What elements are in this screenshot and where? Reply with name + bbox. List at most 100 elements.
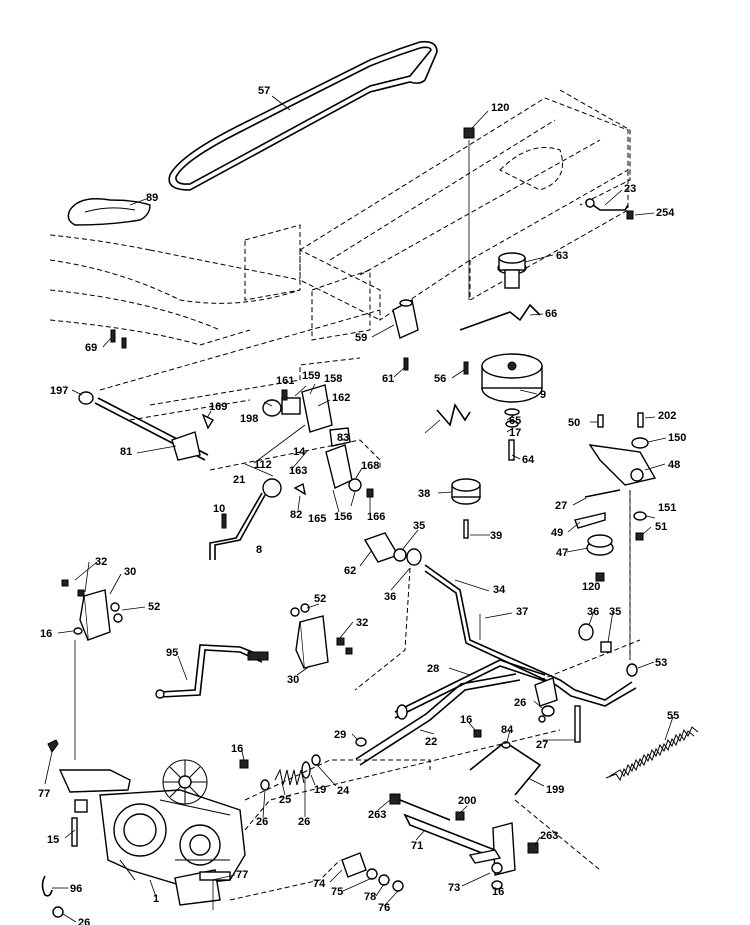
callout: 73 [448,882,460,894]
callout: 17 [509,427,521,439]
lever-95 [155,644,269,699]
callout: 22 [425,736,437,748]
callout: 39 [490,530,502,542]
callout: 32 [95,556,107,568]
bolt-61 [403,357,409,371]
callout: 75 [331,886,343,898]
callout: 19 [314,784,326,796]
callout: 95 [166,647,178,659]
callout-labels: 57 120 89 23 254 63 66 69 59 61 56 9 197… [38,85,686,925]
callout: 150 [668,432,686,444]
callout: 112 [254,459,272,471]
callout: 27 [555,500,567,512]
callout: 71 [411,840,423,852]
callout: 8 [256,544,262,556]
bolt-64 [508,439,515,461]
callout: 15 [47,834,59,846]
washer-65 [504,408,520,416]
callout: 10 [213,503,225,515]
callout: 26 [298,816,310,828]
callout: 65 [509,415,521,427]
part-82 [293,482,306,496]
washer-36b [578,623,594,641]
callout: 28 [427,663,439,675]
callout: 24 [337,785,350,797]
bushing-74 [341,852,404,892]
callout: 23 [624,183,636,195]
callout: 55 [667,710,679,722]
callout: 166 [367,511,385,523]
callout: 49 [551,527,563,539]
bolt-10 [221,513,227,529]
spring-41 [436,403,471,427]
callout: 38 [418,488,430,500]
callout: 34 [493,584,506,596]
callout: 26 [78,917,90,925]
rod-199 [469,729,542,796]
callout: 198 [240,413,258,425]
callout: 48 [668,459,680,471]
callout: 52 [148,601,160,613]
callout: 47 [556,547,568,559]
callout: 26 [514,697,526,709]
callout: 61 [382,373,394,385]
drive-belt [168,40,438,191]
shaft-81 [78,391,209,461]
callout: 169 [209,401,227,413]
callout: 36 [384,591,396,603]
bracket-165 [325,427,374,498]
callout: 69 [85,342,97,354]
callout: 26 [256,816,268,828]
nut-120 [463,127,475,300]
callout: 63 [556,250,568,262]
callout: 16 [40,628,52,640]
bushing-62 [363,532,422,566]
callout: 199 [546,784,564,796]
bolt-56 [463,361,469,375]
callout: 120 [582,581,600,593]
callout: 162 [332,392,350,404]
callout: 25 [279,794,291,806]
lever-23 [585,198,634,220]
pin-77a [47,739,59,753]
callout: 202 [658,410,676,422]
callout: 200 [458,795,476,807]
washer-17 [505,420,519,428]
clutch-9 [481,353,543,403]
linkage-34 [424,564,638,707]
linkage-159 [262,384,333,433]
callout: 64 [522,454,535,466]
callout: 62 [344,565,356,577]
callout: 81 [120,446,132,458]
callout: 53 [655,657,667,669]
callout: 82 [290,509,302,521]
callout: 168 [361,460,379,472]
callout: 120 [491,102,509,114]
arm-71 [389,793,539,890]
idler-arm-48 [574,412,657,660]
clip-96 [41,875,53,897]
callout: 77 [236,869,248,881]
callout: 197 [50,385,68,397]
callout: 156 [334,511,352,523]
callout: 16 [492,886,504,898]
callout: 51 [655,521,667,533]
bolts-69 [110,329,127,349]
callout: 84 [501,724,514,736]
transaxle-1 [58,759,246,910]
callout: 9 [540,389,546,401]
callout: 35 [609,606,621,618]
nut-35b [600,641,612,653]
callout: 163 [289,465,307,477]
callout: 159 [302,370,320,382]
callout: 1 [153,893,159,905]
callout: 263 [368,809,386,821]
callout: 59 [355,332,367,344]
callout: 165 [308,513,326,525]
callout: 16 [460,714,472,726]
callout: 30 [124,566,136,578]
bolt-39 [463,519,469,539]
linkage-28 [355,659,581,766]
callout: 158 [324,373,342,385]
